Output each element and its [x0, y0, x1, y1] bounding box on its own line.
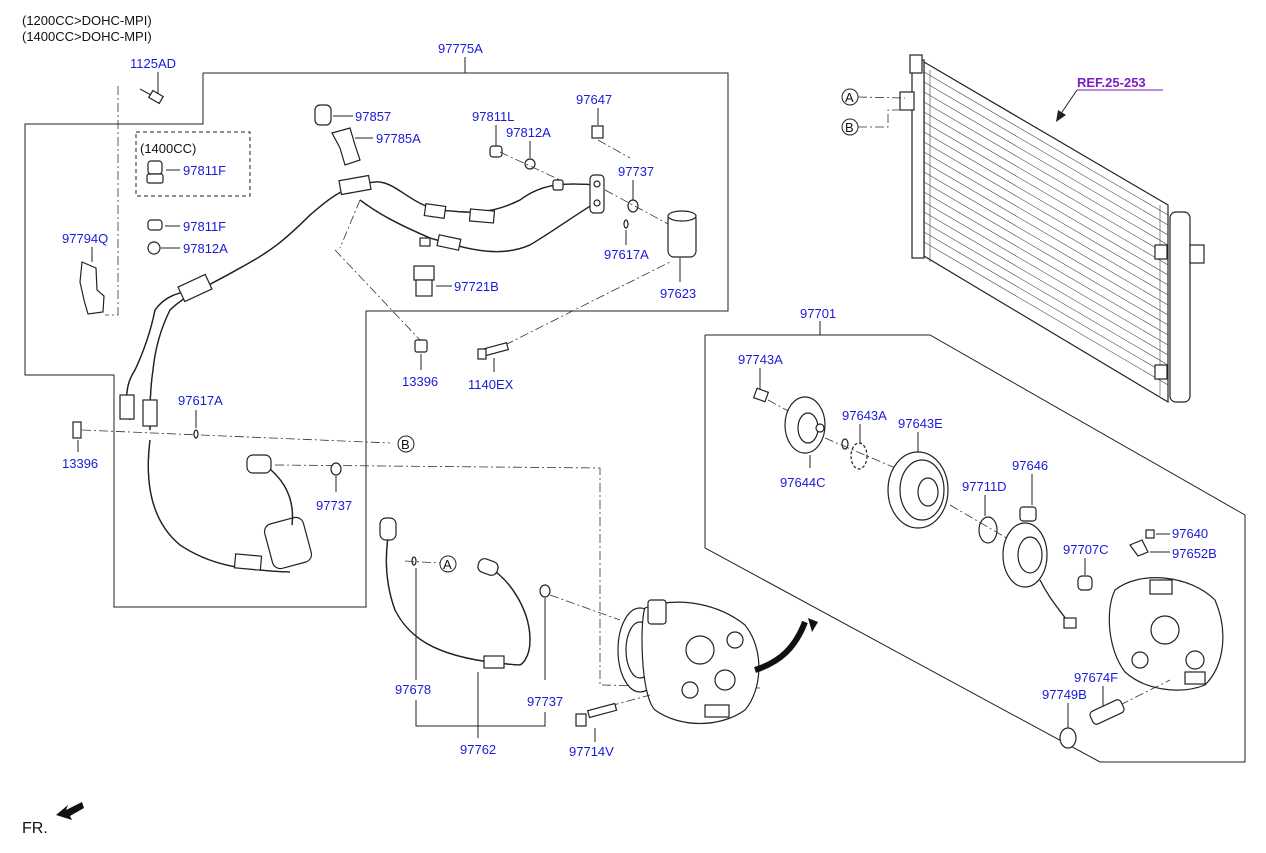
label-1125AD[interactable]: 1125AD: [130, 56, 176, 71]
arrow-curve: [754, 620, 808, 673]
oring-97737-a: [627, 199, 639, 213]
label-97678[interactable]: 97678: [395, 682, 431, 697]
oring-97678: [411, 556, 417, 566]
label-97643E[interactable]: 97643E: [898, 416, 943, 431]
callout-A-right-text: A: [845, 90, 854, 105]
bolt-97743A: [752, 387, 770, 403]
oring-97737-c: [539, 584, 551, 598]
valve-97623: [667, 210, 697, 258]
label-97737-b[interactable]: 97737: [316, 498, 352, 513]
label-97743A[interactable]: 97743A: [738, 352, 783, 367]
oring-97749B: [1059, 727, 1077, 749]
nut-97707C: [1077, 575, 1093, 591]
label-97646[interactable]: 97646: [1012, 458, 1048, 473]
label-1140EX[interactable]: 1140EX: [468, 377, 514, 392]
label-97617A-a[interactable]: 97617A: [604, 247, 649, 262]
condenser-97606: [899, 54, 1205, 404]
group-97775A-outline: [24, 57, 729, 608]
coil-97646: [1002, 506, 1077, 629]
bracket-97794Q: [79, 261, 105, 315]
callout-B-left[interactable]: [397, 435, 415, 453]
callout-B-left-text: B: [401, 437, 410, 452]
label-97617A-b[interactable]: 97617A: [178, 393, 223, 408]
bolt-97647: [591, 125, 604, 139]
label-13396-b[interactable]: 13396: [62, 456, 98, 471]
cap-97812A-b: [524, 158, 536, 170]
bolt-97714V: [575, 702, 618, 727]
callout-B-right-text: B: [845, 120, 854, 135]
callout-A-left[interactable]: [439, 555, 457, 573]
bolt-1140EX: [477, 342, 510, 360]
label-97652B[interactable]: 97652B: [1172, 546, 1217, 561]
plate-97644C: [784, 396, 826, 454]
shim-97643A: [841, 438, 868, 470]
label-97701[interactable]: 97701: [800, 306, 836, 321]
label-97857[interactable]: 97857: [355, 109, 391, 124]
label-97714V[interactable]: 97714V: [569, 744, 614, 759]
clamp-97785A: [331, 127, 361, 166]
compressor-assembly: [617, 599, 760, 724]
oring-97737-b: [330, 462, 342, 476]
label-97674F[interactable]: 97674F: [1074, 670, 1118, 685]
label-97811F-b[interactable]: 97811F: [183, 219, 226, 234]
hose-97775A: [119, 174, 605, 573]
label-97737-c[interactable]: 97737: [527, 694, 563, 709]
grommet-97857: [314, 104, 332, 126]
ref-25-253-link[interactable]: REF.25-253: [1077, 75, 1146, 90]
cap-97811L: [489, 145, 503, 158]
label-97737-a[interactable]: 97737: [618, 164, 654, 179]
label-1400cc: (1400CC): [140, 141, 196, 156]
box-1400cc: [135, 131, 251, 197]
label-97749B[interactable]: 97749B: [1042, 687, 1087, 702]
hose-97678: [379, 517, 531, 669]
header-line-2: (1400CC>DOHC-MPI): [22, 29, 152, 44]
label-97721B[interactable]: 97721B: [454, 279, 499, 294]
cap-97811F-b: [147, 219, 163, 231]
label-97811F-a[interactable]: 97811F: [183, 163, 226, 178]
label-97623[interactable]: 97623: [660, 286, 696, 301]
arrow-tip: [808, 618, 818, 632]
oring-97617A-b: [193, 429, 199, 439]
snapring-97711D: [978, 516, 998, 544]
label-97640[interactable]: 97640: [1172, 526, 1208, 541]
label-97812A-b[interactable]: 97812A: [506, 125, 551, 140]
callout-A-left-text: A: [443, 557, 452, 572]
header-line-1: (1200CC>DOHC-MPI): [22, 13, 152, 28]
pulley-97643E: [887, 451, 949, 529]
label-97643A[interactable]: 97643A: [842, 408, 887, 423]
oring-97617A-a: [623, 219, 629, 229]
ref-arrow: [1056, 110, 1066, 122]
label-97775A[interactable]: 97775A: [438, 41, 483, 56]
front-arrow-icon: [56, 802, 84, 820]
label-97647[interactable]: 97647: [576, 92, 612, 107]
label-97812A-a[interactable]: 97812A: [183, 241, 228, 256]
front-indicator: FR.: [22, 820, 48, 837]
label-97811L[interactable]: 97811L: [472, 109, 514, 124]
nut-13396-b: [72, 421, 82, 439]
label-97785A[interactable]: 97785A: [376, 131, 421, 146]
label-97644C[interactable]: 97644C: [780, 475, 826, 490]
sensor-97721B: [413, 237, 435, 297]
cap-97812A-a: [147, 241, 161, 255]
bolt-1125AD: [139, 88, 165, 105]
group-97701-outline: [704, 334, 1246, 763]
label-97711D[interactable]: 97711D: [962, 479, 1007, 494]
compressor-body-right: [1108, 577, 1224, 691]
valve-97674F: [1089, 699, 1125, 725]
label-97707C[interactable]: 97707C: [1063, 542, 1109, 557]
switch-97652B: [1129, 539, 1149, 557]
label-97762[interactable]: 97762: [460, 742, 496, 757]
label-13396-a[interactable]: 13396: [402, 374, 438, 389]
nut-13396-a: [414, 339, 428, 353]
label-97794Q[interactable]: 97794Q: [62, 231, 108, 246]
cap-97811F-a: [146, 160, 164, 184]
screw-97640: [1145, 529, 1155, 539]
